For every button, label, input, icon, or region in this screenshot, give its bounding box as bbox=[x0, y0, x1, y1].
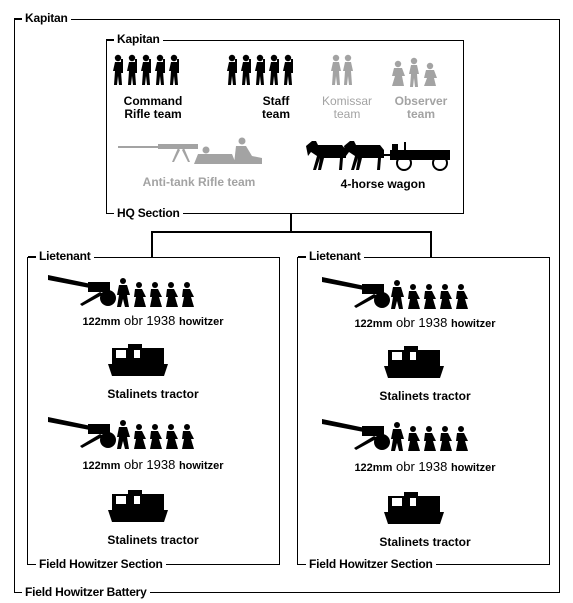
connector-right-down bbox=[430, 231, 432, 257]
battery-frame bbox=[14, 19, 560, 593]
howitzer-kind: howitzer bbox=[450, 318, 496, 330]
howitzer-caliber: 122mm bbox=[82, 460, 121, 472]
tractor-icon bbox=[108, 344, 168, 376]
howitzer-caliber: 122mm bbox=[354, 318, 393, 330]
tractor-icon bbox=[384, 346, 444, 378]
staff-team-label-line2: team bbox=[261, 107, 290, 121]
section-left-commander: Lietenant bbox=[28, 249, 94, 263]
howitzer-icon bbox=[48, 417, 194, 449]
tractor-label: Stalinets tractor bbox=[379, 389, 471, 403]
tractor-icon bbox=[108, 490, 168, 522]
howitzer-kind: howitzer bbox=[178, 460, 224, 472]
antitank-rifle-icon bbox=[118, 137, 262, 164]
howitzer-icon bbox=[322, 277, 468, 309]
observer-team-label-line2: team bbox=[406, 107, 435, 121]
horse-wagon-icon bbox=[306, 141, 450, 171]
tractor-label: Stalinets tractor bbox=[379, 535, 471, 549]
tractor-icon bbox=[384, 492, 444, 524]
tractor-label: Stalinets tractor bbox=[107, 387, 199, 401]
battery-commander-label: Kapitan bbox=[14, 11, 71, 25]
howitzer-icon bbox=[48, 275, 194, 307]
command-team-icon bbox=[113, 54, 179, 85]
antitank-rifle-label: Anti-tank Rifle team bbox=[142, 175, 256, 189]
komissar-team-label-line1: Komissar bbox=[321, 94, 372, 108]
howitzer-kind: howitzer bbox=[450, 462, 496, 474]
wagon-label: 4-horse wagon bbox=[340, 177, 426, 191]
komissar-team-icon bbox=[331, 54, 353, 85]
command-team-label-line2: Rifle team bbox=[124, 107, 182, 121]
staff-team-label-line1: Staff bbox=[262, 94, 290, 108]
hq-frame bbox=[106, 40, 464, 214]
hq-commander-label: Kapitan bbox=[106, 32, 163, 46]
section-right-title: Field Howitzer Section bbox=[298, 557, 436, 571]
tractor-label: Stalinets tractor bbox=[107, 533, 199, 547]
staff-team-icon bbox=[227, 54, 293, 85]
command-team-label-line1: Command bbox=[123, 94, 183, 108]
observer-team-label-line1: Observer bbox=[394, 94, 448, 108]
observer-team-icon bbox=[392, 57, 437, 87]
hq-title-label: HQ Section bbox=[106, 206, 183, 220]
battery-title-label: Field Howitzer Battery bbox=[14, 585, 150, 599]
howitzer-model: obr 1938 bbox=[395, 315, 448, 330]
howitzer-kind: howitzer bbox=[178, 316, 224, 328]
howitzer-caliber: 122mm bbox=[354, 462, 393, 474]
howitzer-label: 122mm obr 1938 howitzer bbox=[48, 458, 258, 473]
howitzer-model: obr 1938 bbox=[123, 313, 176, 328]
connector-hq-down bbox=[290, 214, 292, 232]
howitzer-model: obr 1938 bbox=[123, 457, 176, 472]
howitzer-caliber: 122mm bbox=[82, 316, 121, 328]
section-right-commander: Lietenant bbox=[298, 249, 364, 263]
howitzer-label: 122mm obr 1938 howitzer bbox=[48, 314, 258, 329]
howitzer-label: 122mm obr 1938 howitzer bbox=[320, 316, 530, 331]
komissar-team-label-line2: team bbox=[333, 107, 361, 121]
howitzer-label: 122mm obr 1938 howitzer bbox=[320, 460, 530, 475]
connector-horizontal bbox=[151, 231, 431, 233]
section-left-title: Field Howitzer Section bbox=[28, 557, 166, 571]
howitzer-model: obr 1938 bbox=[395, 459, 448, 474]
connector-left-down bbox=[151, 231, 153, 257]
howitzer-icon bbox=[322, 419, 468, 451]
